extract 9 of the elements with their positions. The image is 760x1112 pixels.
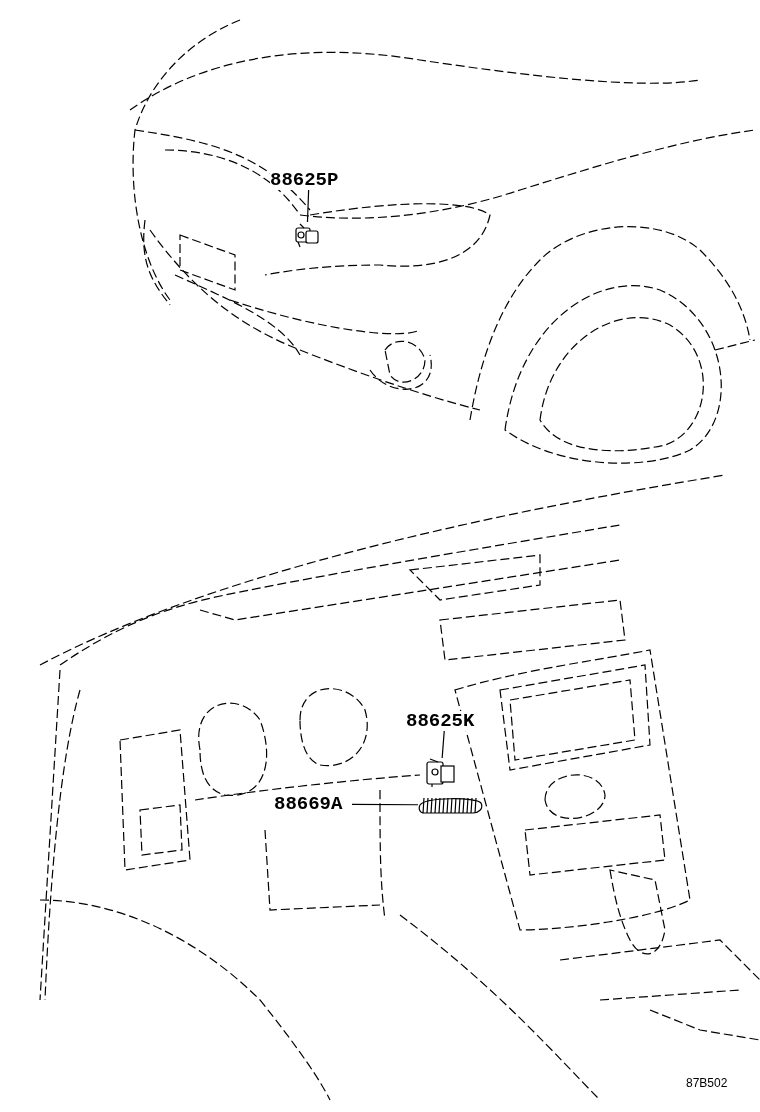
part-number: 88625K [406, 711, 475, 731]
part-number: 88625P [270, 170, 339, 190]
hose-drawing [418, 795, 484, 815]
sensor-drawing [292, 222, 322, 248]
figure-code: 87B502 [686, 1076, 728, 1090]
leader-line [351, 803, 419, 806]
leader-line [306, 189, 310, 223]
leader-line [441, 730, 445, 759]
sensor-drawing [424, 758, 458, 788]
